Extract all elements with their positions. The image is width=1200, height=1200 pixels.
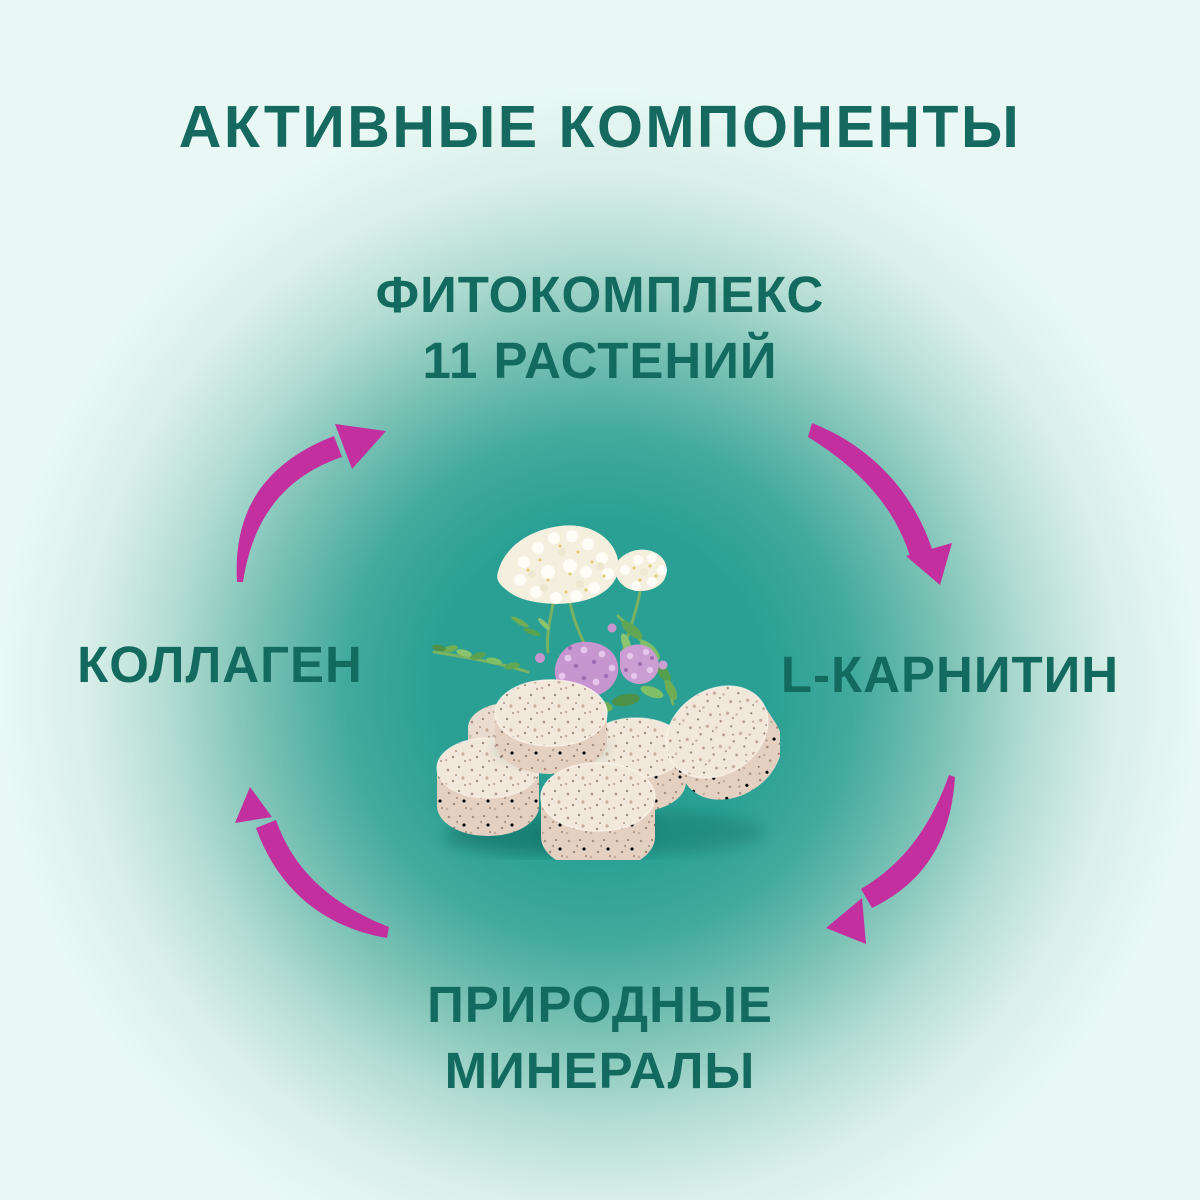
component-label-line: ФИТОКОМПЛЕКС bbox=[375, 266, 825, 323]
arrow-up-left-icon bbox=[235, 787, 389, 938]
component-label-line: ПРИРОДНЫЕ bbox=[427, 976, 773, 1033]
yarrow-flowers bbox=[497, 525, 667, 604]
tablets-shadow bbox=[445, 808, 765, 856]
tablet bbox=[436, 737, 548, 836]
component-label-line: 11 РАСТЕНИЙ bbox=[422, 332, 778, 389]
tablet bbox=[536, 762, 660, 860]
component-label-phytocomplex: ФИТОКОМПЛЕКС 11 РАСТЕНИЙ bbox=[0, 262, 1200, 394]
leaf-cluster bbox=[432, 616, 681, 791]
thyme-flowers bbox=[535, 623, 668, 698]
arrow-up-right-icon bbox=[236, 424, 386, 582]
component-label-minerals: ПРИРОДНЫЕ МИНЕРАЛЫ bbox=[0, 972, 1200, 1104]
component-label-line: МИНЕРАЛЫ bbox=[444, 1042, 756, 1099]
tablet bbox=[493, 679, 609, 774]
tablet bbox=[468, 703, 548, 773]
arrow-down-right-icon bbox=[808, 423, 952, 585]
arrow-down-left-icon bbox=[826, 775, 955, 944]
herb-flowers bbox=[432, 525, 681, 791]
page-title: АКТИВНЫЕ КОМПОНЕНТЫ bbox=[178, 94, 1022, 160]
component-label-collagen: КОЛЛАГЕН bbox=[77, 636, 363, 693]
component-label-lcarnitine: L-КАРНИТИН bbox=[780, 646, 1120, 703]
tablet bbox=[585, 717, 687, 812]
